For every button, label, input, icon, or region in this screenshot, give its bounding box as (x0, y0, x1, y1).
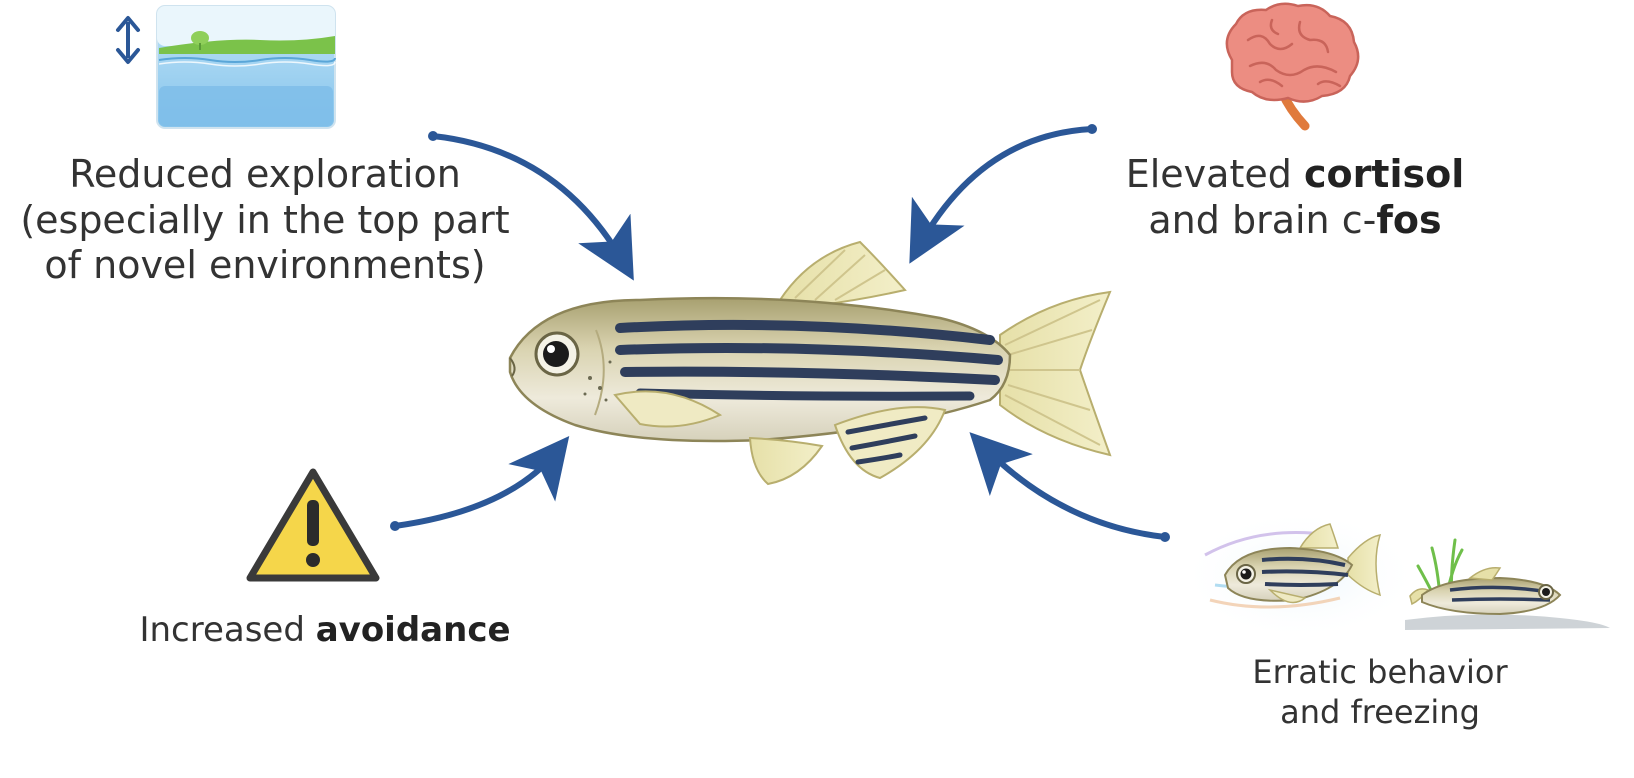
label-reduced-exploration: Reduced exploration (especially in the t… (0, 152, 530, 289)
arrow-erratic (982, 445, 1170, 542)
exploration-line-3: of novel environments) (0, 243, 530, 289)
cortisol-line-1-bold: cortisol (1304, 152, 1464, 196)
avoidance-plain: Increased (139, 610, 315, 650)
erratic-line-1: Erratic behavior (1210, 652, 1550, 692)
label-elevated-cortisol: Elevated cortisol and brain c-fos (1090, 152, 1500, 243)
label-erratic-behavior: Erratic behavior and freezing (1210, 652, 1550, 732)
resting-fish-icon (1405, 540, 1610, 630)
zebrafish-illustration (510, 242, 1110, 484)
label-increased-avoidance: Increased avoidance (100, 610, 550, 651)
erratic-line-2: and freezing (1210, 692, 1550, 732)
exploration-line-2: (especially in the top part (0, 198, 530, 244)
brain-icon (1227, 4, 1358, 126)
vertical-arrow-icon (118, 18, 138, 62)
arrow-cortisol (918, 124, 1097, 248)
avoidance-bold: avoidance (316, 610, 511, 650)
tank-icon (157, 6, 335, 128)
cortisol-line-2-bold: fos (1376, 198, 1441, 242)
swimming-fish-icon (1180, 510, 1420, 640)
exploration-line-1: Reduced exploration (0, 152, 530, 198)
cortisol-line-1-plain: Elevated (1126, 152, 1304, 196)
cortisol-line-2-plain: and brain c- (1148, 198, 1376, 242)
warning-icon (250, 472, 376, 578)
arrow-avoidance (390, 450, 558, 531)
